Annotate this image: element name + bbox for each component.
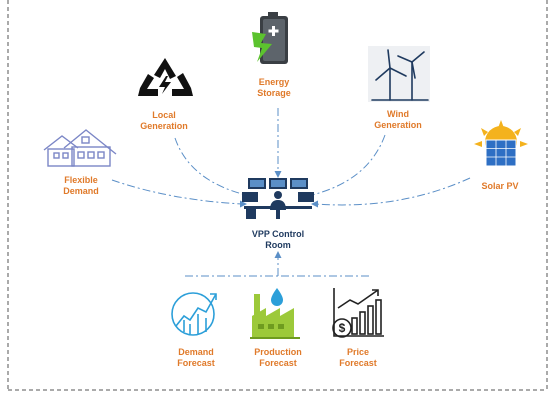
connector-wind-generation — [307, 134, 386, 197]
flexible-demand-node — [42, 128, 118, 168]
wind-generation-node — [368, 46, 430, 102]
wind-turbine-icon — [368, 46, 430, 102]
local-generation-node — [136, 56, 194, 102]
solar-pv-node — [474, 120, 528, 172]
demand-forecast-node — [168, 288, 222, 338]
wind-generation-label: Wind Generation — [374, 109, 422, 130]
vpp-control-room-node — [240, 176, 316, 220]
vpp-control-room-label: VPP Control Room — [251, 229, 305, 250]
battery-icon — [252, 12, 288, 64]
local-generation-label: Local Generation — [140, 110, 188, 131]
factory-icon — [250, 288, 300, 339]
svg-text:$: $ — [339, 321, 346, 335]
arrow-solar — [311, 200, 318, 208]
connector-local-generation — [174, 137, 251, 197]
demand-chart-icon — [171, 292, 217, 336]
production-forecast-node — [250, 288, 304, 340]
solar-panel-icon — [474, 120, 528, 167]
arrow-demand — [240, 200, 247, 208]
demand-forecast-label: Demand Forecast — [177, 347, 215, 368]
recycle-icon — [138, 58, 193, 96]
connector-flexible-demand — [111, 179, 243, 205]
house-icon — [43, 129, 117, 167]
arrow-storage — [274, 171, 282, 178]
energy-storage-label: Energy Storage — [257, 77, 291, 98]
energy-storage-node — [252, 12, 296, 66]
production-forecast-label: Production Forecast — [254, 347, 302, 368]
price-forecast-label: Price Forecast — [339, 347, 377, 368]
control-room-icon — [242, 178, 314, 219]
price-forecast-node: $ — [330, 288, 386, 340]
flexible-demand-label: Flexible Demand — [63, 175, 99, 196]
solar-pv-label: Solar PV — [481, 181, 519, 191]
connector-solar-pv — [315, 177, 471, 206]
price-chart-icon: $ — [332, 288, 384, 338]
arrow-forecast — [274, 251, 282, 258]
